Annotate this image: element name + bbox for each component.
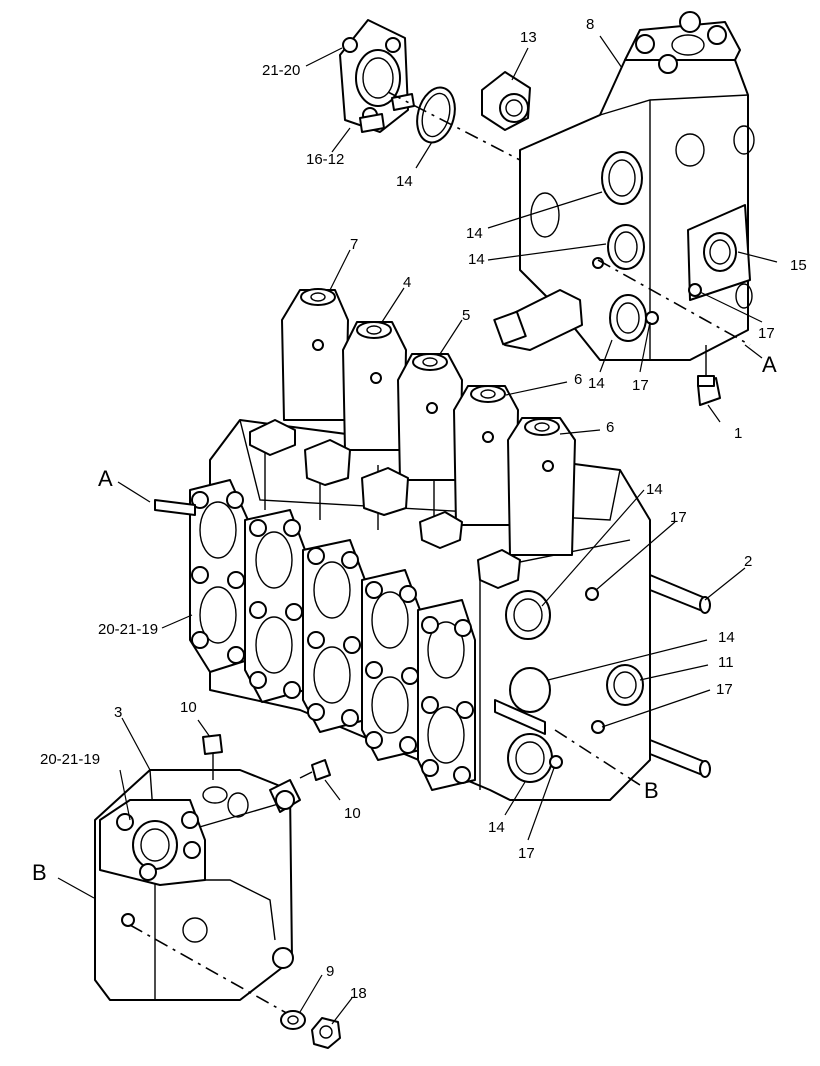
top-flange <box>339 19 531 161</box>
label-14e: 14 <box>646 481 663 498</box>
label-6a: 6 <box>574 371 582 388</box>
ref-A-left: A <box>98 466 113 491</box>
main-valve-block <box>154 288 711 801</box>
part-labels: 1 2 3 4 5 6 6 7 8 9 10 10 11 13 14 14 14… <box>32 16 807 1002</box>
leader-lines <box>57 35 778 1025</box>
label-6b: 6 <box>606 419 614 436</box>
label-16-12: 16-12 <box>306 151 344 168</box>
label-14c: 14 <box>468 251 485 268</box>
label-14d: 14 <box>588 375 605 392</box>
label-9: 9 <box>326 963 334 980</box>
connection-lines <box>554 259 751 786</box>
solenoid-4 <box>342 321 407 451</box>
flange-bank <box>189 479 476 791</box>
ref-A-right: A <box>762 352 777 377</box>
end-valve-body <box>493 11 755 406</box>
ref-B-right: B <box>644 778 659 803</box>
label-8: 8 <box>586 16 594 33</box>
label-14a: 14 <box>396 173 413 190</box>
label-18: 18 <box>350 985 367 1002</box>
label-14g: 14 <box>488 819 505 836</box>
label-17b: 17 <box>632 377 649 394</box>
label-7: 7 <box>350 236 358 253</box>
solenoid-6b <box>507 417 576 556</box>
label-14f: 14 <box>718 629 735 646</box>
label-13: 13 <box>520 29 537 46</box>
label-21-20: 21-20 <box>262 62 300 79</box>
label-4: 4 <box>403 274 411 291</box>
label-10b: 10 <box>344 805 361 822</box>
solenoid-7 <box>281 288 349 421</box>
solenoid-6a <box>453 385 519 526</box>
label-17e: 17 <box>518 845 535 862</box>
label-2: 2 <box>744 553 752 570</box>
solenoid-5 <box>397 353 463 481</box>
ref-B-left: B <box>32 860 47 885</box>
label-17d: 17 <box>716 681 733 698</box>
label-15: 15 <box>790 257 807 274</box>
label-11: 11 <box>718 654 734 671</box>
label-1: 1 <box>734 425 742 442</box>
label-5: 5 <box>462 307 470 324</box>
inlet-section <box>94 734 341 1049</box>
label-20-21-19-a: 20-21-19 <box>98 621 158 638</box>
label-3: 3 <box>114 704 122 721</box>
label-17c: 17 <box>670 509 687 526</box>
label-17a: 17 <box>758 325 775 342</box>
label-20-21-19-b: 20-21-19 <box>40 751 100 768</box>
label-10a: 10 <box>180 699 197 716</box>
label-14b: 14 <box>466 225 483 242</box>
